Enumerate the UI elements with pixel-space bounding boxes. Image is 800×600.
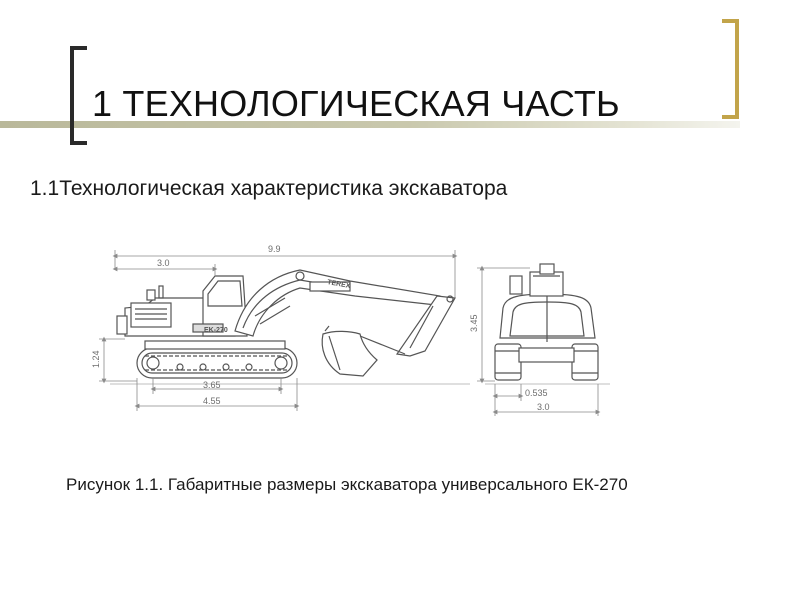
dimension-track-contact-length: 3.65 [203,380,221,390]
figure-caption: Рисунок 1.1. Габаритные размеры экскават… [66,475,628,494]
dimension-ground-height: 1.24 [91,350,101,368]
excavator-front-view [485,263,610,385]
right-bracket-decoration [722,19,739,119]
dimension-overall-length: 9.9 [268,244,281,254]
dimension-track-length: 4.55 [203,396,221,406]
cab-model-badge: EK-270 [204,327,228,334]
boom-brand-text: TEREX [327,279,352,290]
dimension-overall-height: 3.45 [469,314,479,332]
front-dimension-lines [477,265,601,416]
slide-subtitle: 1.1Технологическая характеристика экскав… [30,177,508,200]
side-boom [234,269,447,337]
side-bucket [321,325,406,377]
dimension-rear-length: 3.0 [157,258,170,268]
side-arm [395,295,456,357]
side-dimension-lines [99,250,458,411]
side-upper-structure [116,275,286,350]
excavator-dimension-drawing: TEREX EK-270 [85,236,625,436]
slide-title: 1 ТЕХНОЛОГИЧЕСКАЯ ЧАСТЬ [92,83,620,124]
left-bracket-decoration [70,46,87,145]
side-track [136,347,298,379]
dimension-track-shoe-width: 0.535 [525,388,548,398]
dimension-overall-width: 3.0 [537,402,550,412]
excavator-side-view [110,269,470,385]
title-underline-rule [0,121,740,128]
